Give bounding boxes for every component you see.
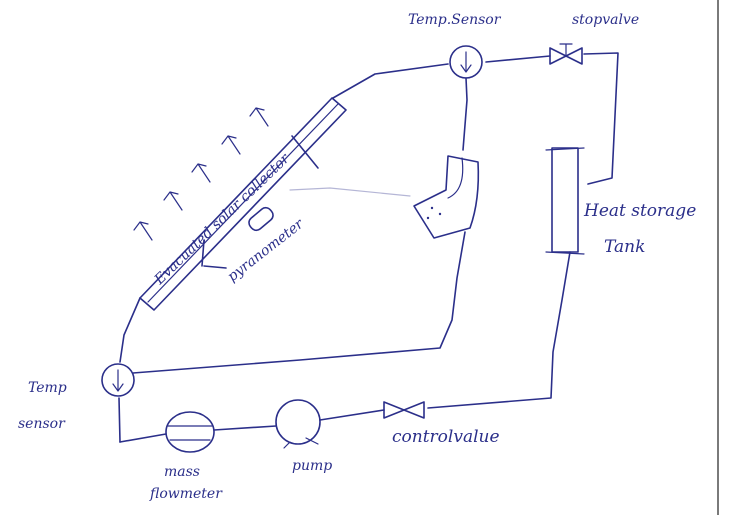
pump: pump [276,400,332,474]
sun-ray-icon [164,192,182,210]
pipe-tank-to-controlvalve [428,252,570,408]
sun-ray-icon [134,222,152,240]
pipe-flowmeter-to-left [120,434,166,442]
sun-ray-arrows [134,108,268,240]
pipe-sensor-to-exchanger [463,78,467,150]
mass-flowmeter-label-line2: flowmeter [149,486,223,502]
exchanger-dot [439,213,441,215]
heat-exchanger [414,156,478,238]
temp-sensor-left-label-line2: sensor [18,416,66,432]
control-valve-label: controlvalue [392,427,500,447]
pyranometer-label: pyranometer [225,215,308,285]
valve-icon [384,402,424,418]
exchanger-dot [427,217,429,219]
sun-ray-icon [250,108,268,126]
heat-storage-label-line1: Heat storage [583,201,696,221]
temp-sensor-left: Temp sensor [18,364,134,432]
sun-ray-icon [192,164,210,182]
pipe-collector-to-sensor [333,64,448,98]
exchanger-dot [431,207,433,209]
control-valve: controlvalue [384,402,500,447]
mass-flowmeter-label-line1: mass [164,464,200,480]
temp-sensor-left-label-line1: Temp [28,380,67,396]
flowmeter-icon [166,412,214,452]
exchanger-fold [448,158,463,198]
pyranometer-stand-base [204,266,226,268]
pipe-faint [290,188,410,196]
pipe-stopvalve-to-tank [584,53,618,184]
sun-ray-icon [222,136,240,154]
pipe-pump-to-flowmeter [214,426,276,430]
tank-body [552,148,578,252]
exchanger-body [414,156,478,238]
stop-valve-label: stopvalve [572,12,639,28]
heat-storage-tank: Heat storage Tank [546,148,696,257]
heat-storage-label-line2: Tank [604,237,645,257]
sensor-arrow-icon [461,52,471,72]
pump-label: pump [292,458,332,474]
flowmeter-lines [168,426,212,440]
temp-sensor-top-label: Temp.Sensor [408,12,502,28]
pump-icon [276,400,320,444]
mass-flowmeter: mass flowmeter [149,412,223,502]
pipe-sensor-to-stopvalve [486,56,550,62]
sensor-arrow-icon [113,370,123,391]
stop-valve: stopvalve [550,12,639,64]
pipe-valve-to-pump [320,410,384,420]
pipe-left-upper [120,298,140,362]
pipe-left-lower [119,398,120,442]
